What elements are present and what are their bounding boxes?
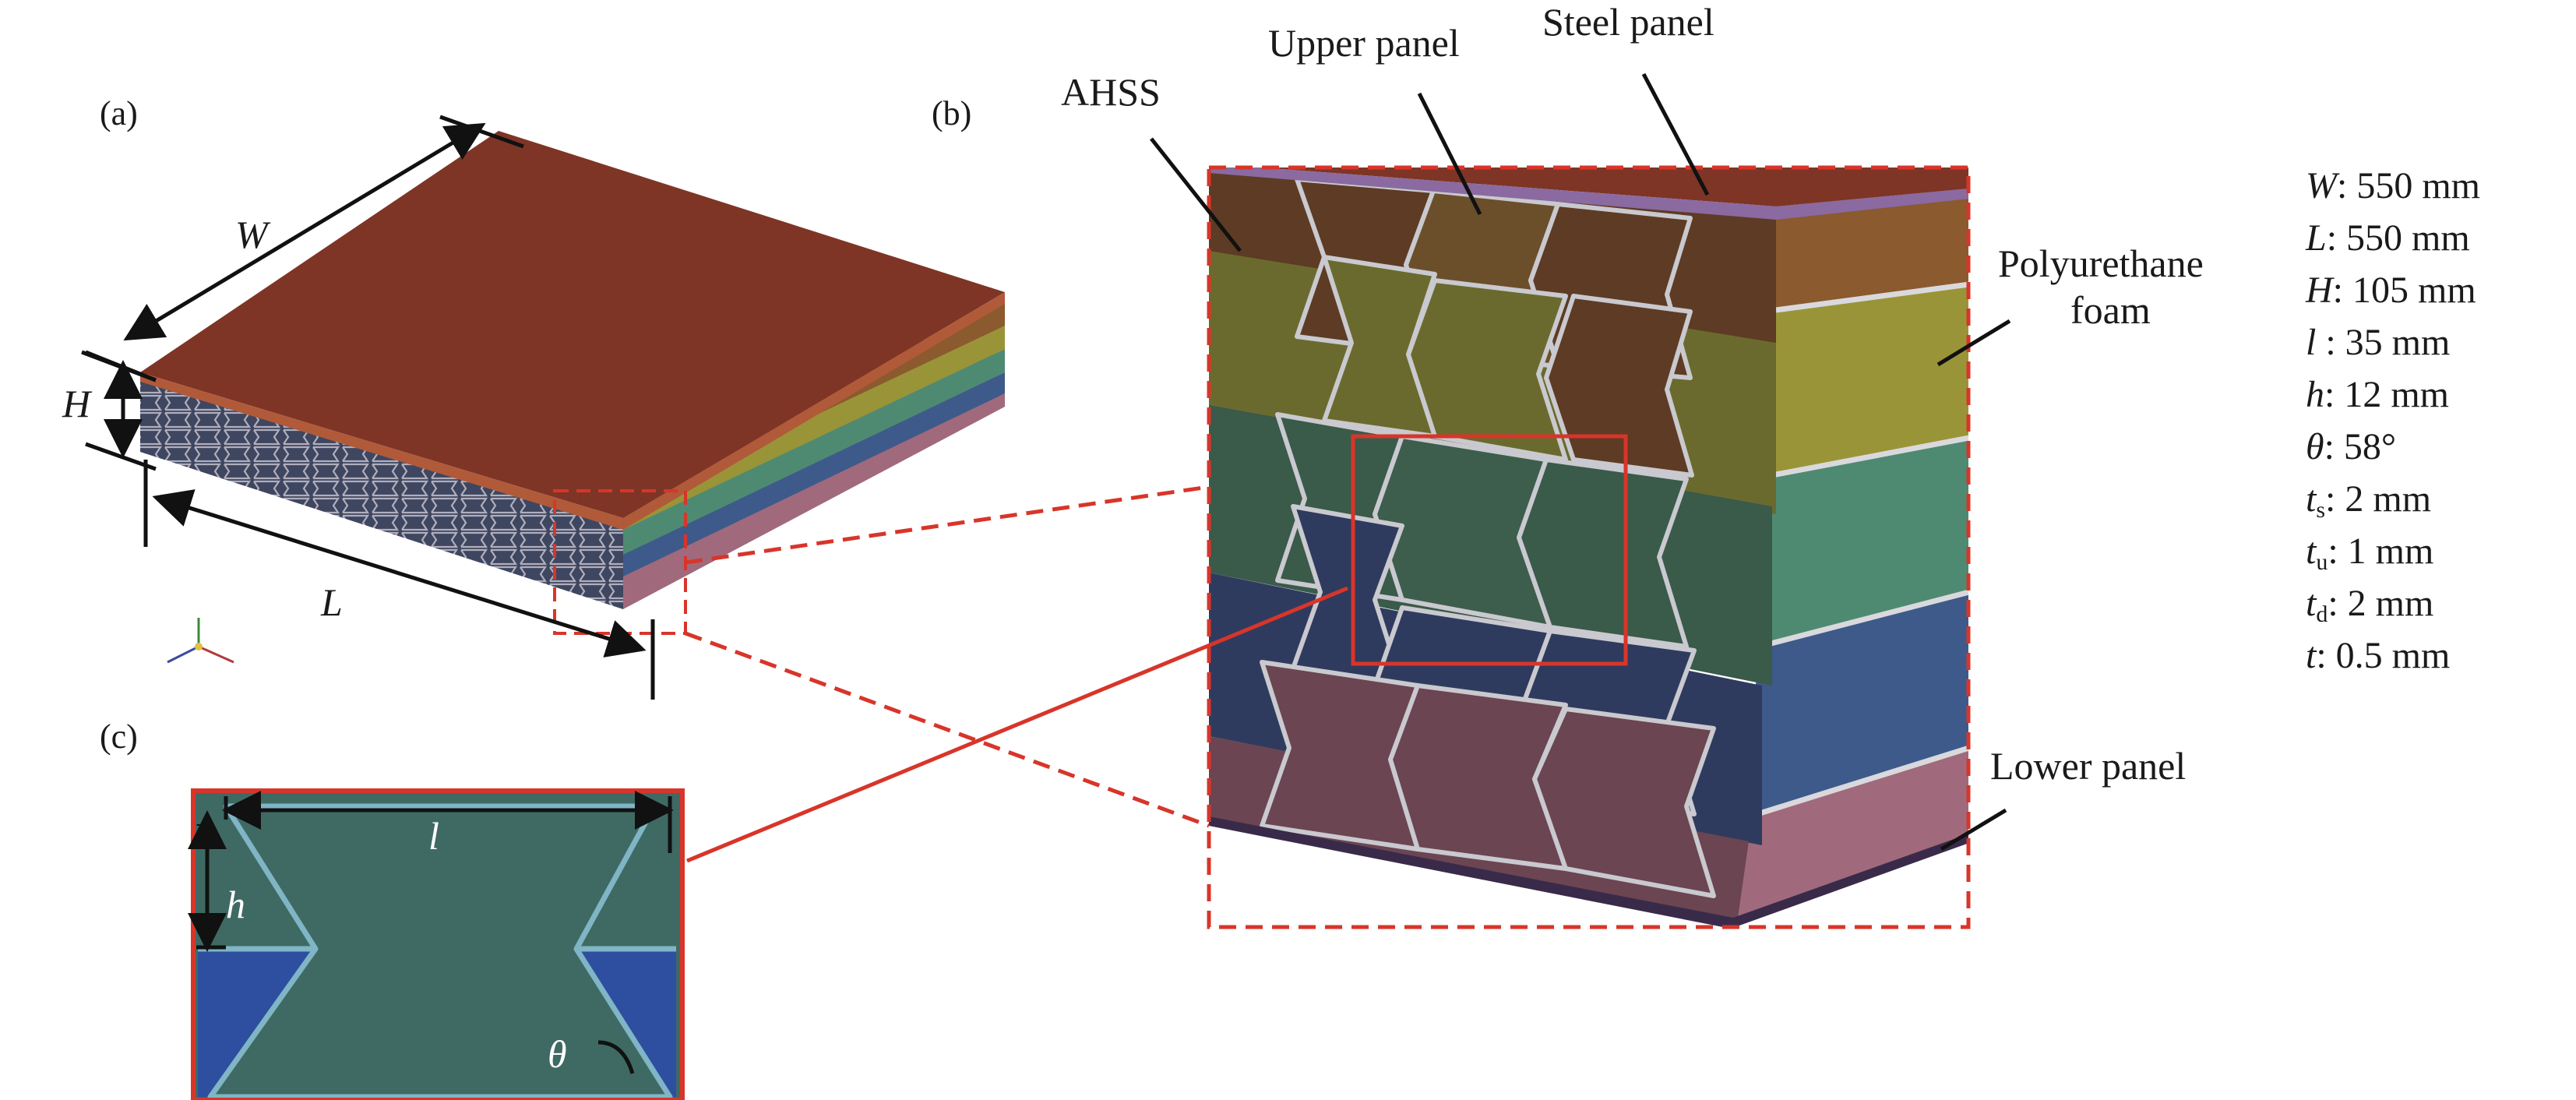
param-l: l : 35 mm [2306, 322, 2451, 363]
reentrant-cell-walls [1260, 177, 1716, 898]
param-H: H: 105 mm [2306, 270, 2476, 311]
callout-steel-panel: Steel panel [1542, 0, 1714, 44]
dim-label-W: W [235, 213, 271, 256]
foam-layer-green [1759, 438, 1968, 647]
callout-foam-line2: foam [2070, 288, 2151, 332]
panel-a-plate [140, 131, 1005, 635]
side-layer-mauve [623, 393, 1005, 609]
upper-panel-strip [1209, 167, 1968, 220]
param-tu: tu: 1 mm [2306, 531, 2434, 575]
panel-b-block [1209, 167, 1968, 927]
dimension-lines-a [81, 115, 655, 700]
callout-upper-panel: Upper panel [1268, 21, 1460, 65]
side-layer-blue [623, 372, 1005, 576]
foam-layer-pink [1728, 748, 1968, 923]
foam-layer-orange [1776, 189, 1968, 310]
param-h: h: 12 mm [2306, 374, 2450, 415]
panel-label-a: (a) [100, 94, 138, 132]
dim-label-H: H [62, 382, 93, 425]
foam-layer-yellow [1772, 284, 1968, 475]
steel-panel-face [1260, 167, 1968, 206]
side-layer-green [623, 349, 1005, 555]
param-ts: ts: 2 mm [2306, 478, 2432, 523]
param-L: L: 550 mm [2306, 217, 2470, 259]
connector-lines [685, 485, 1348, 863]
callout-foam-line1: Polyurethane [1998, 242, 2204, 285]
zoom-frame-b [1207, 165, 1971, 929]
unit-cell-box [1351, 434, 1628, 666]
param-td: td: 2 mm [2306, 583, 2434, 627]
callout-ahss: AHSS [1061, 70, 1161, 114]
callout-leaders [1150, 72, 2011, 851]
param-t: t: 0.5 mm [2306, 635, 2451, 676]
param-theta: θ: 58° [2306, 426, 2397, 467]
panel-label-c: (c) [100, 717, 138, 756]
panel-c-unit-cell [188, 788, 685, 1100]
foam-layer-blue [1745, 592, 1968, 818]
dim-label-L: L [320, 580, 343, 624]
dim-label-h: h [226, 883, 245, 926]
callout-lower-panel: Lower panel [1990, 744, 2186, 788]
dim-label-l: l [428, 814, 439, 858]
param-W: W: 550 mm [2306, 165, 2480, 206]
side-layer-yellow [623, 326, 1005, 530]
parameter-list: W: 550 mm L: 550 mm H: 105 mm l : 35 mm … [2306, 160, 2480, 682]
axis-triad-icon [167, 618, 234, 664]
panel-label-b: (b) [932, 94, 971, 132]
dim-label-theta: θ [548, 1032, 567, 1076]
